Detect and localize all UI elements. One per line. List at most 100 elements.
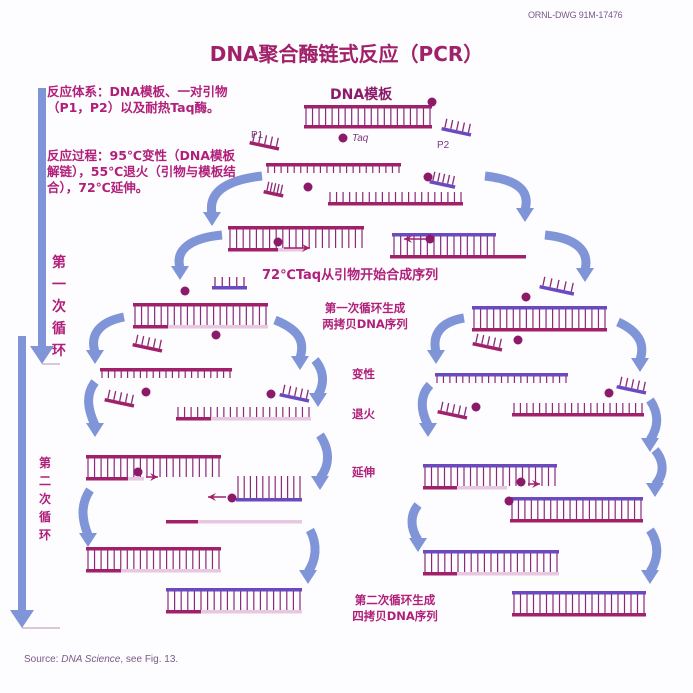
taq-polymerase-icon [471, 402, 481, 412]
dna-strand [266, 163, 401, 173]
dna-strand [472, 306, 607, 328]
step-anneal-label: 退火 [352, 407, 375, 421]
dna-strand [166, 610, 201, 614]
dna-strand [133, 325, 168, 329]
dna-strand [228, 248, 278, 252]
cycle1-result-line1: 第一次循环生成 [324, 301, 406, 315]
taq-polymerase-icon [513, 335, 523, 345]
cycle2-char: 循 [38, 510, 51, 524]
flow-arrow-icon [544, 230, 594, 282]
primer-strand [132, 334, 163, 353]
taq-polymerase-icon [427, 97, 437, 107]
drawing-id: ORNL-DWG 91M-17476 [528, 10, 623, 20]
cycle2-result-label: 第二次循环生成 四拷贝DNA序列 [335, 592, 455, 624]
dna-strand [198, 520, 302, 524]
primer2-label: P2 [437, 140, 450, 151]
reaction-process-text: 反应过程：95℃变性（DNA模板解链），55℃退火（引物与模板结合），72℃延伸… [47, 148, 236, 195]
taq-label: Taq [352, 133, 369, 144]
flow-arrow-icon [641, 397, 662, 452]
dna-strand [166, 520, 198, 524]
flow-arrow-icon [615, 317, 649, 372]
dna-strand [423, 550, 559, 572]
dna-strand [392, 233, 496, 255]
synthesis-direction-arrow-icon [404, 235, 426, 243]
flow-arrow-icon [84, 379, 104, 437]
primer-strand [539, 276, 575, 296]
cycle1-char: 一 [52, 277, 66, 293]
dna-strand [423, 464, 557, 486]
primer-strand [429, 171, 456, 189]
taq-polymerase-icon [423, 172, 433, 182]
taq-polymerase-icon [227, 493, 237, 503]
taq-polymerase-icon [338, 133, 348, 143]
cycle1-vertical-arrow [30, 88, 60, 365]
cycle1-result-line2: 两拷贝DNA序列 [322, 317, 408, 331]
primer-strand [616, 376, 647, 395]
dna-strand [86, 547, 221, 569]
cycle2-vertical-arrow [10, 336, 60, 629]
dna-strand [176, 417, 211, 421]
reaction-system-text: 反应体系：DNA模板、一对引物（P1，P2）以及耐热Taq酶。 [47, 84, 228, 115]
flow-arrow-icon [646, 447, 667, 497]
dna-strand [228, 226, 364, 248]
primer-strand [441, 118, 472, 137]
dna-strand [100, 368, 232, 378]
primer-strand [212, 277, 247, 290]
taq-polymerase-icon [504, 496, 514, 506]
primer1-label: P1 [251, 130, 264, 141]
dna-strand [211, 417, 311, 421]
dna-strand [512, 403, 644, 417]
dna-strand [472, 328, 607, 332]
dna-strand [304, 105, 432, 109]
cycle1-char: 第 [52, 255, 66, 271]
taq-polymerase-icon [425, 234, 435, 244]
dna-strand [86, 477, 128, 481]
cycle2-char: 二 [38, 474, 51, 488]
dna-strand [166, 588, 302, 610]
flow-arrow-icon [311, 432, 332, 490]
flow-arrow-icon [299, 527, 320, 584]
taq-polymerase-icon [273, 237, 283, 247]
source-suffix: , see Fig. 13. [120, 654, 179, 665]
template-label: DNA模板 [330, 87, 393, 103]
synthesis-direction-arrow-icon [146, 473, 158, 481]
dna-strand [86, 569, 121, 573]
dna-strand [86, 455, 221, 477]
dna-strand [423, 486, 457, 490]
source-citation: Source: DNA Science, see Fig. 13. [24, 654, 178, 665]
primer-strand [104, 389, 135, 408]
dna-strand [510, 519, 643, 523]
cycle2-char: 环 [38, 528, 51, 542]
synthesis-direction-arrow-icon [284, 244, 310, 252]
flow-arrow-icon [309, 357, 327, 407]
cycle1-vertical-label: 第 一 次 循 环 [50, 252, 68, 362]
step-extend-label: 延伸 [352, 465, 375, 479]
flow-arrow-icon [484, 171, 534, 222]
cycle1-char: 环 [52, 343, 66, 359]
taq-polymerase-icon [141, 387, 151, 397]
taq-polymerase-icon [604, 388, 614, 398]
dna-strand [435, 373, 568, 383]
flow-arrow-icon [203, 171, 263, 226]
flow-arrow-icon [407, 502, 427, 552]
primer-strand [437, 401, 468, 420]
dna-strand [168, 325, 268, 329]
taq-polymerase-icon [521, 292, 531, 302]
taq-polymerase-icon [266, 389, 276, 399]
primer-strand [472, 333, 503, 352]
dna-strand [328, 192, 463, 206]
cycle2-result-line1: 第二次循环生成 [354, 593, 436, 607]
source-title: DNA Science [61, 654, 121, 665]
flow-arrow-icon [641, 527, 662, 584]
flow-arrow-icon [427, 313, 465, 364]
source-prefix: Source: [24, 654, 59, 665]
cycle1-char: 循 [52, 321, 66, 337]
dna-strand [128, 477, 144, 481]
primer-strand [279, 384, 310, 403]
cycle2-vertical-label: 第 二 次 循 环 [36, 454, 54, 544]
cycle2-result-line2: 四拷贝DNA序列 [352, 609, 438, 623]
dna-strand [423, 572, 457, 576]
dna-strand [236, 476, 302, 502]
